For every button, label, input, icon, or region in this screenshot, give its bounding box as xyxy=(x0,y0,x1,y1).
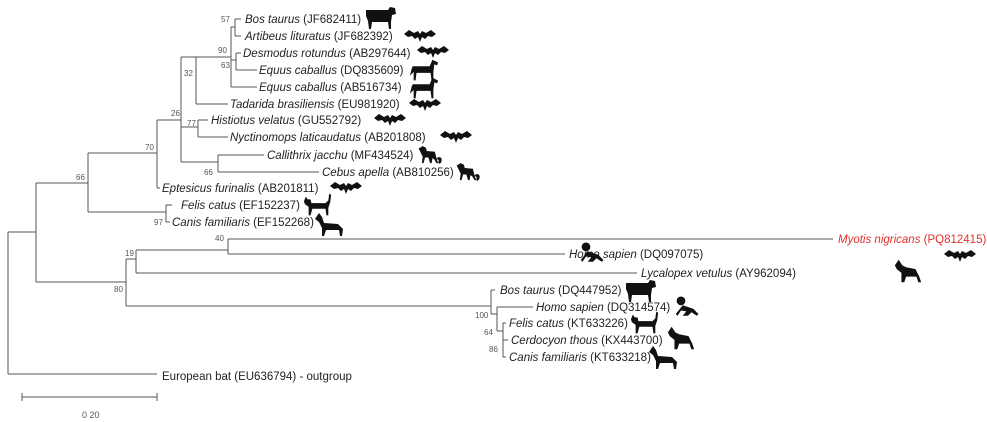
bat-icon xyxy=(409,99,441,111)
horse-icon xyxy=(409,77,439,99)
leaf-label-highlighted: Myotis nigricans (PQ812415) xyxy=(838,234,986,246)
leaf-label: Tadarida brasiliensis (EU981920) xyxy=(230,99,400,111)
leaf-labels: Bos taurus (JF682411) Artibeus lituratus… xyxy=(162,14,986,383)
dog-icon xyxy=(649,346,677,369)
monkey-icon xyxy=(418,146,442,164)
leaf-label: Histiotus velatus (GU552792) xyxy=(211,115,361,127)
leaf-label: Desmodus rotundus (AB297644) xyxy=(243,48,411,60)
leaf-label: Lycalopex vetulus (AY962094) xyxy=(641,268,796,280)
baby-icon xyxy=(675,296,699,316)
bootstrap-label: 40 xyxy=(215,234,224,243)
leaf-label: Canis familiaris (KT633218) xyxy=(509,352,651,364)
bootstrap-label: 57 xyxy=(221,15,230,24)
bootstrap-label: 66 xyxy=(204,168,213,177)
bootstrap-label: 80 xyxy=(114,285,123,294)
cow-icon xyxy=(366,7,396,29)
leaf-label: Artibeus lituratus (JF682392) xyxy=(244,31,393,43)
leaf-label: Homo sapien (DQ097075) xyxy=(569,249,703,261)
bat-icon xyxy=(404,30,436,42)
bootstrap-label: 86 xyxy=(489,345,498,354)
bootstrap-label: 66 xyxy=(76,173,85,182)
leaf-label: Nyctinomops laticaudatus (AB201808) xyxy=(230,132,426,144)
bootstrap-label: 70 xyxy=(145,143,154,152)
bootstrap-values: 57 90 63 32 26 77 70 66 66 97 40 19 80 1… xyxy=(76,15,498,354)
scale-bar-label: 0 20 xyxy=(82,410,100,420)
leaf-label: Felis catus (EF152237) xyxy=(181,200,300,212)
bat-icon xyxy=(440,131,472,143)
wolf-icon xyxy=(894,259,922,283)
leaf-label: Equus caballus (AB516734) xyxy=(259,82,402,94)
bootstrap-label: 19 xyxy=(125,249,134,258)
monkey-icon xyxy=(456,163,480,181)
horse-icon xyxy=(409,59,439,81)
bootstrap-label: 100 xyxy=(475,311,489,320)
leaf-label: Felis catus (KT633226) xyxy=(509,318,628,330)
leaf-label: Callithrix jacchu (MF434524) xyxy=(267,150,414,162)
outgroup-label: European bat (EU636794) - outgroup xyxy=(162,371,352,383)
cat-icon xyxy=(630,311,659,334)
leaf-label: Cerdocyon thous (KX443700) xyxy=(511,335,663,347)
cow-icon xyxy=(626,280,656,302)
leaf-label: Canis familiaris (EF152268) xyxy=(172,217,314,229)
bootstrap-label: 77 xyxy=(187,119,196,128)
leaf-label: Equus caballus (DQ835609) xyxy=(259,65,404,77)
leaf-label: Eptesicus furinalis (AB201811) xyxy=(162,183,319,195)
bootstrap-label: 90 xyxy=(218,46,227,55)
bat-icon xyxy=(944,250,976,262)
scale-bar: 0 20 xyxy=(21,393,158,420)
leaf-label: Bos taurus (DQ447952) xyxy=(500,285,622,297)
bootstrap-label: 63 xyxy=(221,61,230,70)
leaf-label: Bos taurus (JF682411) xyxy=(245,14,361,26)
dog-icon xyxy=(315,213,343,236)
bat-icon xyxy=(417,46,449,58)
tree-branches xyxy=(7,18,833,375)
cat-icon xyxy=(303,193,332,216)
wolf-icon xyxy=(667,326,695,350)
bat-icon xyxy=(330,182,362,194)
bootstrap-label: 32 xyxy=(184,69,193,78)
leaf-label: Homo sapien (DQ314574) xyxy=(536,302,670,314)
bootstrap-label: 26 xyxy=(171,109,180,118)
bootstrap-label: 97 xyxy=(154,218,163,227)
bat-icon xyxy=(374,114,406,126)
bootstrap-label: 64 xyxy=(484,328,493,337)
animal-icons xyxy=(303,7,976,369)
leaf-label: Cebus apella (AB810256) xyxy=(322,167,454,179)
